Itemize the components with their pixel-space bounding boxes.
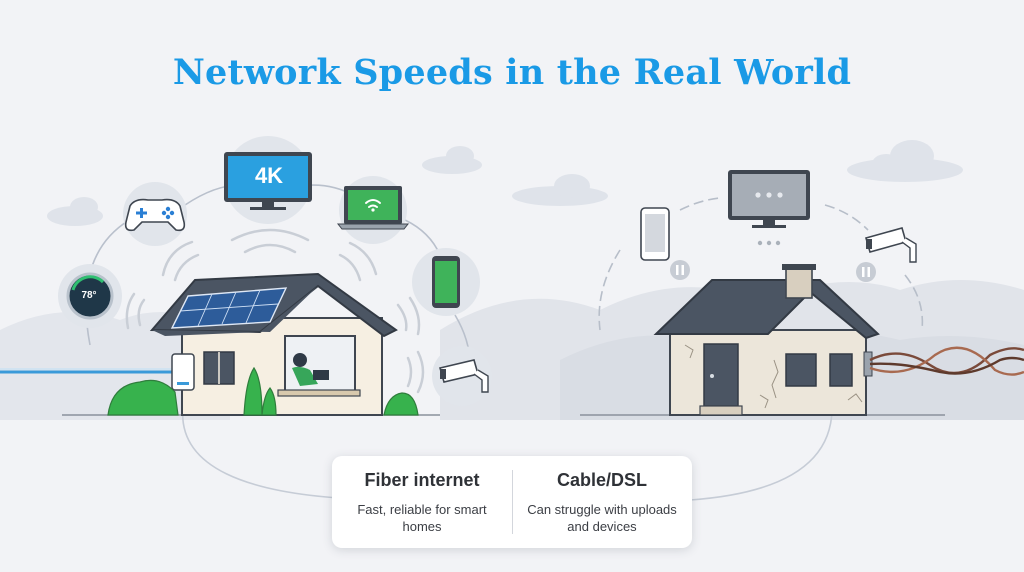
page-title: Network Speeds in the Real World [172, 52, 852, 93]
cable-smartphone-device [640, 207, 670, 261]
cable-connection-arc [598, 197, 924, 331]
wifi-waves [125, 228, 425, 394]
cable-title: Cable/DSL [556, 470, 648, 490]
smartphone-device [412, 248, 480, 316]
thermostat-temperature: 78° [81, 290, 97, 301]
fiber-title: Fiber internet [364, 470, 480, 490]
laptop-device [336, 176, 410, 244]
thermostat-device [58, 264, 122, 328]
cable-house [653, 264, 880, 416]
cable-description: Can struggle with uploads and devices [527, 502, 677, 534]
fiber-line [0, 368, 175, 374]
cable-phone-pause-icon [670, 260, 690, 280]
television-device [224, 136, 312, 224]
security-camera-device [432, 346, 492, 406]
clouds [47, 140, 963, 226]
cable-television-device [728, 170, 810, 246]
fiber-column: Fiber internet Fast, reliable for smart … [332, 470, 512, 535]
fiber-description: Fast, reliable for smart homes [357, 502, 487, 534]
copper-cable [869, 346, 1024, 376]
cable-column: Cable/DSL Can struggle with uploads and … [512, 470, 692, 535]
tv-4k-label: 4K [254, 163, 284, 188]
card-divider [512, 470, 513, 534]
fiber-house [107, 272, 419, 416]
cable-security-camera-device [865, 227, 917, 263]
game-controller-device [123, 182, 187, 246]
cable-camera-pause-icon [856, 262, 876, 282]
comparison-card: Fiber internet Fast, reliable for smart … [332, 456, 692, 548]
